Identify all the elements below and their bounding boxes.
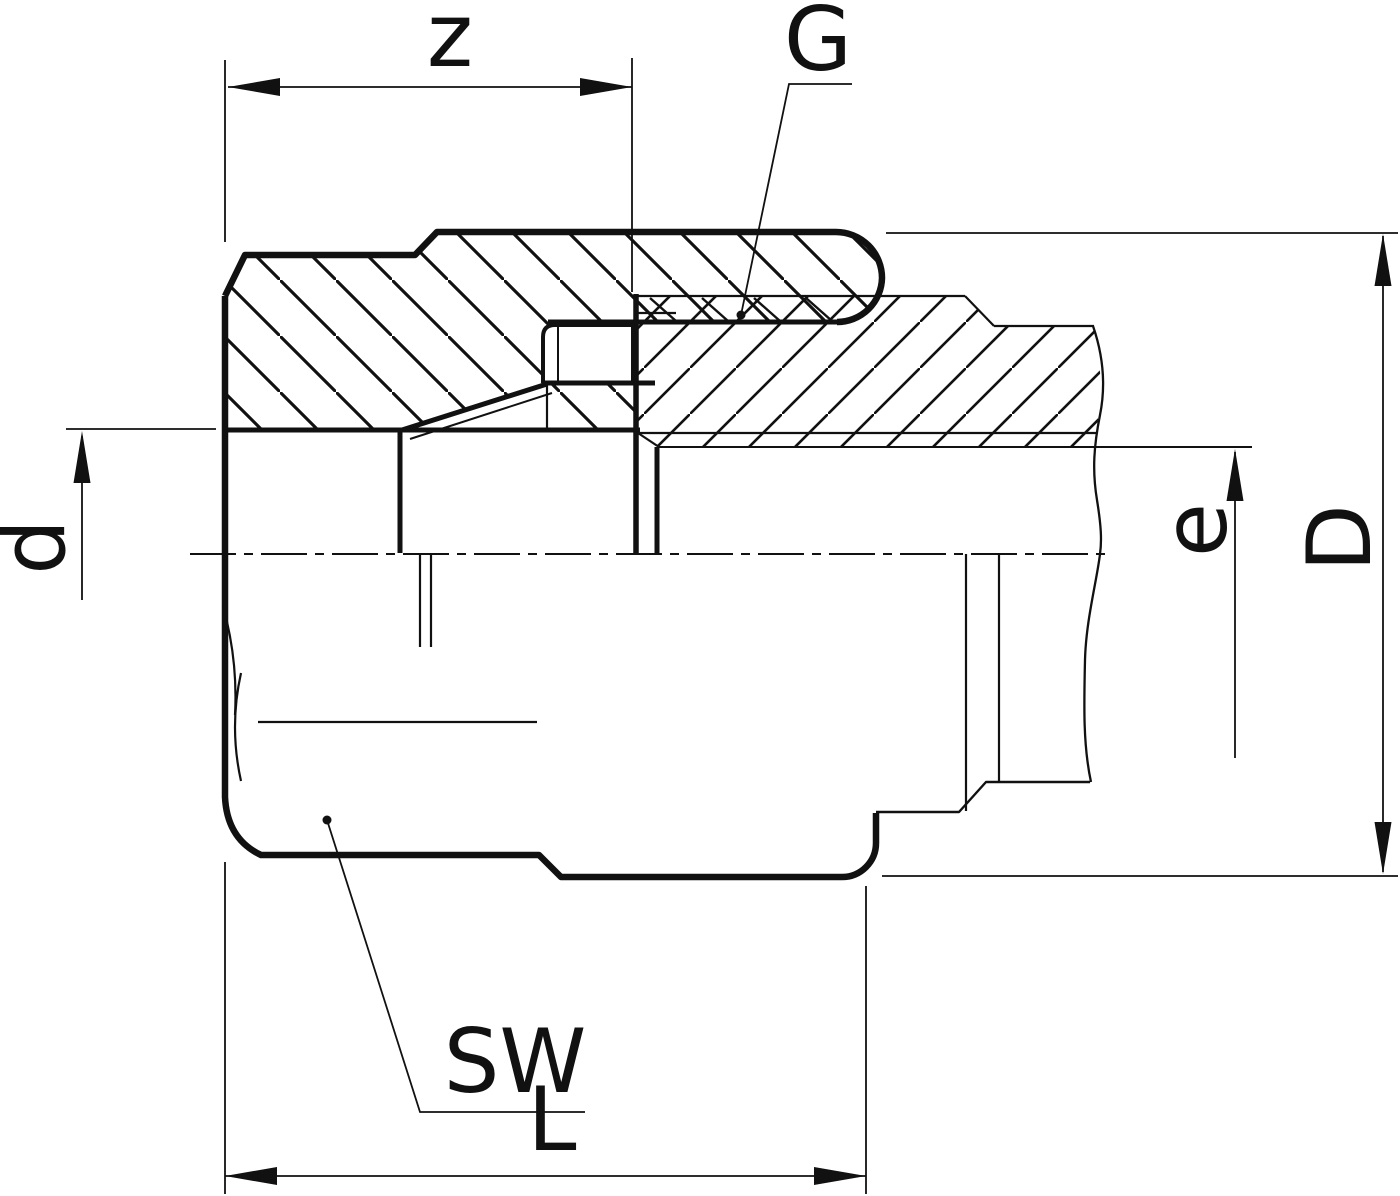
thread-crosshatch: [649, 297, 833, 322]
label-cap-d: D: [1288, 504, 1391, 572]
nut-outer-top-outline: [222, 228, 886, 326]
dimension-z: [224, 58, 633, 292]
D-arrow-down: [1374, 822, 1392, 874]
dimension-d: [66, 428, 216, 600]
label-sw: SW: [444, 1010, 587, 1113]
G-leader-dot: [736, 310, 746, 320]
stop-chamfer: [637, 432, 660, 448]
z-arrow-right: [580, 78, 632, 96]
z-arrow-left: [228, 78, 280, 96]
dimension-D: [882, 232, 1398, 877]
L-arrow-right: [814, 1167, 866, 1185]
D-arrow-up: [1374, 234, 1392, 286]
hex-face-chamfer-curve: [221, 605, 237, 716]
tube-bottom-external: [876, 780, 1090, 814]
label-d: d: [0, 519, 85, 575]
label-l: L: [527, 1068, 576, 1171]
hex-chamfer-arc: [233, 672, 243, 782]
clamping-ring-section-area: [547, 383, 637, 430]
body-section-area: [637, 296, 1101, 447]
d-arrow-up: [73, 431, 91, 483]
label-z: z: [427, 0, 473, 87]
label-g: G: [784, 0, 852, 91]
nut-outer-bottom-outline: [221, 296, 880, 881]
leader-SW: [326, 819, 585, 1113]
seal-ring-outline: [541, 323, 635, 383]
leader-G: [740, 83, 852, 316]
SW-leader-line: [326, 819, 585, 1113]
dimension-L: [224, 862, 867, 1194]
e-arrow-up: [1226, 449, 1244, 501]
label-e: e: [1144, 503, 1247, 557]
L-arrow-left: [225, 1167, 277, 1185]
pipe-break-line: [1083, 325, 1105, 783]
G-leader-line: [740, 83, 852, 316]
arrowheads: [73, 78, 1392, 1185]
cone-surface-line: [401, 381, 548, 433]
nut-section-area: [225, 232, 882, 430]
tube-top-chamfer: [964, 295, 995, 327]
SW-leader-dot: [322, 815, 332, 825]
